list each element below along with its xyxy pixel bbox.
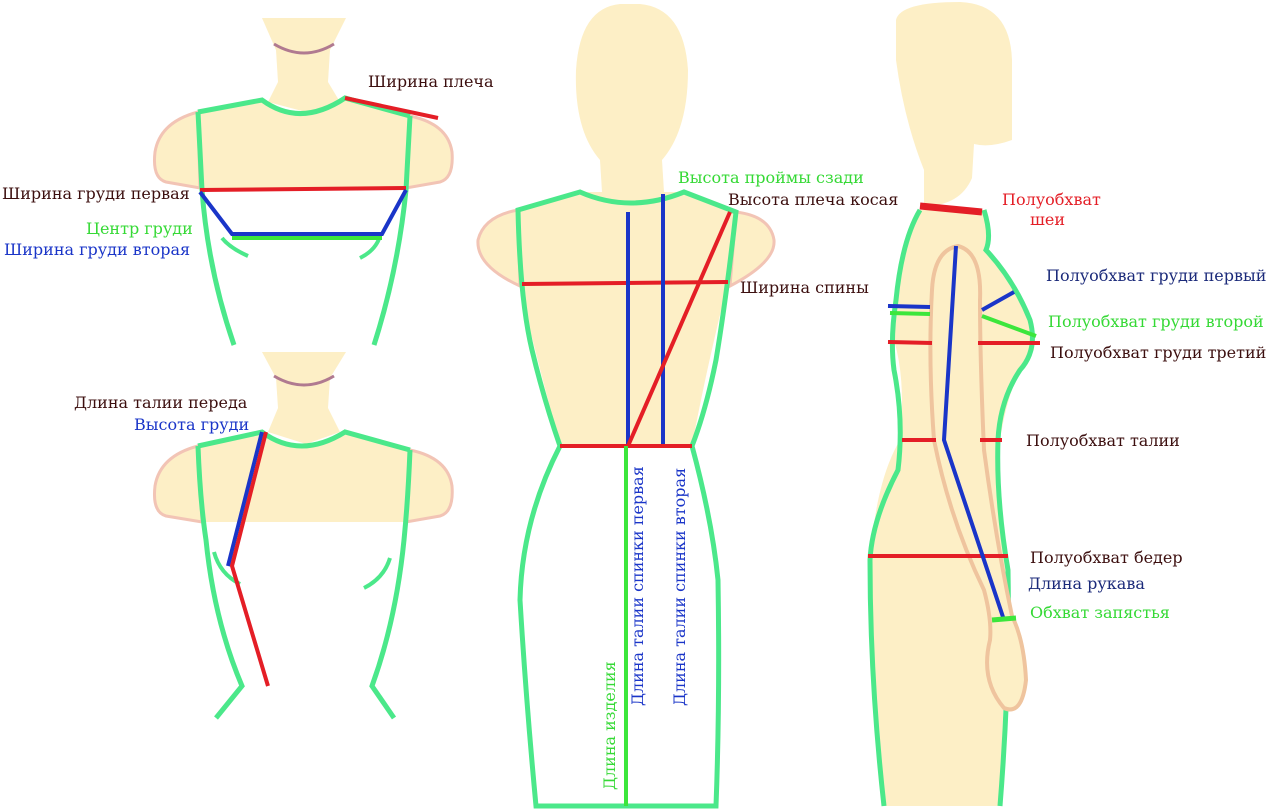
front-waist-left-side — [195, 445, 245, 720]
chest-width-second-label: Ширина груди вторая — [4, 240, 191, 259]
bust-height-label: Высота груди — [134, 415, 250, 434]
back-head — [575, 4, 688, 192]
front-upper-neck-collar — [273, 42, 335, 55]
half-bust-first-left-line — [887, 304, 931, 309]
half-bust-second-left-line — [889, 311, 931, 316]
front-upper-left-side — [195, 111, 237, 346]
shoulder-width-line — [344, 96, 439, 120]
front-waist-neck — [262, 352, 346, 444]
half-bust-third-left-line — [887, 340, 933, 345]
back-left-shoulder — [476, 208, 522, 289]
back-right-shoulder — [728, 210, 776, 289]
half-bust-second-right-line — [981, 314, 1037, 338]
front-waist-right-shoulder — [404, 448, 454, 524]
front-upper-outline — [197, 95, 411, 119]
chest-width-first-line — [199, 186, 407, 192]
oblique-shoulder-height-line — [626, 211, 732, 447]
front-upper-left-shoulder — [153, 110, 202, 190]
half-neck-line — [919, 202, 983, 216]
half-hips-label: Полуобхват бедер — [1030, 548, 1183, 567]
front-waist-right-side — [369, 449, 413, 720]
front-waist-figure — [153, 352, 454, 720]
side-figure — [867, 2, 1040, 807]
front-upper-chest-fill — [198, 98, 410, 188]
half-bust-first-label: Полуобхват груди первый — [1046, 266, 1267, 285]
bust-center-label: Центр груди — [86, 219, 193, 238]
chest-width-first-label: Ширина груди первая — [2, 184, 190, 203]
front-waist-length-label: Длина талии переда — [74, 393, 248, 412]
half-neck-label-line1: Полуобхват — [1002, 190, 1101, 209]
front-upper-left-bust-curve — [220, 236, 249, 258]
back-outline — [515, 189, 739, 809]
half-bust-third-label: Полуобхват груди третий — [1050, 343, 1267, 362]
front-waist-chest-fill — [198, 432, 410, 522]
front-waist-neck-collar — [273, 374, 335, 387]
side-arm — [928, 243, 1029, 712]
back-waist-length-first-label: Длина талии спинки первая — [628, 466, 647, 706]
wrist-girth-label: Обхват запястья — [1030, 603, 1170, 622]
back-armhole-height-label: Высота проймы сзади — [678, 168, 864, 187]
wrist-girth-line — [991, 615, 1017, 623]
front-upper-figure — [153, 18, 454, 346]
half-bust-first-right-line — [981, 290, 1015, 312]
oblique-shoulder-height-label: Высота плеча косая — [728, 190, 899, 209]
front-upper-right-shoulder — [404, 114, 454, 190]
chest-width-second-line — [198, 189, 408, 236]
side-outline-back — [867, 208, 923, 807]
half-waist-label: Полуобхват талии — [1026, 431, 1180, 450]
front-waist-right-bust-curve — [363, 557, 392, 590]
half-bust-second-label: Полуобхват груди второй — [1048, 312, 1264, 331]
garment-length-label: Длина изделия — [600, 661, 619, 790]
front-waist-length-line — [229, 431, 270, 687]
front-upper-neck — [262, 18, 346, 112]
side-head — [896, 2, 1012, 206]
sleeve-length-line — [941, 245, 1006, 621]
sleeve-length-label: Длина рукава — [1028, 574, 1145, 593]
bust-height-line — [226, 431, 264, 567]
back-width-line — [521, 280, 729, 286]
half-neck-label-line2: шеи — [1030, 210, 1066, 229]
back-figure — [476, 4, 776, 809]
back-width-label: Ширина спины — [740, 278, 869, 297]
front-waist-left-shoulder — [153, 444, 204, 524]
front-upper-right-side — [371, 115, 413, 346]
back-waist-length-second-label: Длина талии спинки вторая — [670, 467, 689, 706]
shoulder-width-label: Ширина плеча — [368, 72, 494, 91]
